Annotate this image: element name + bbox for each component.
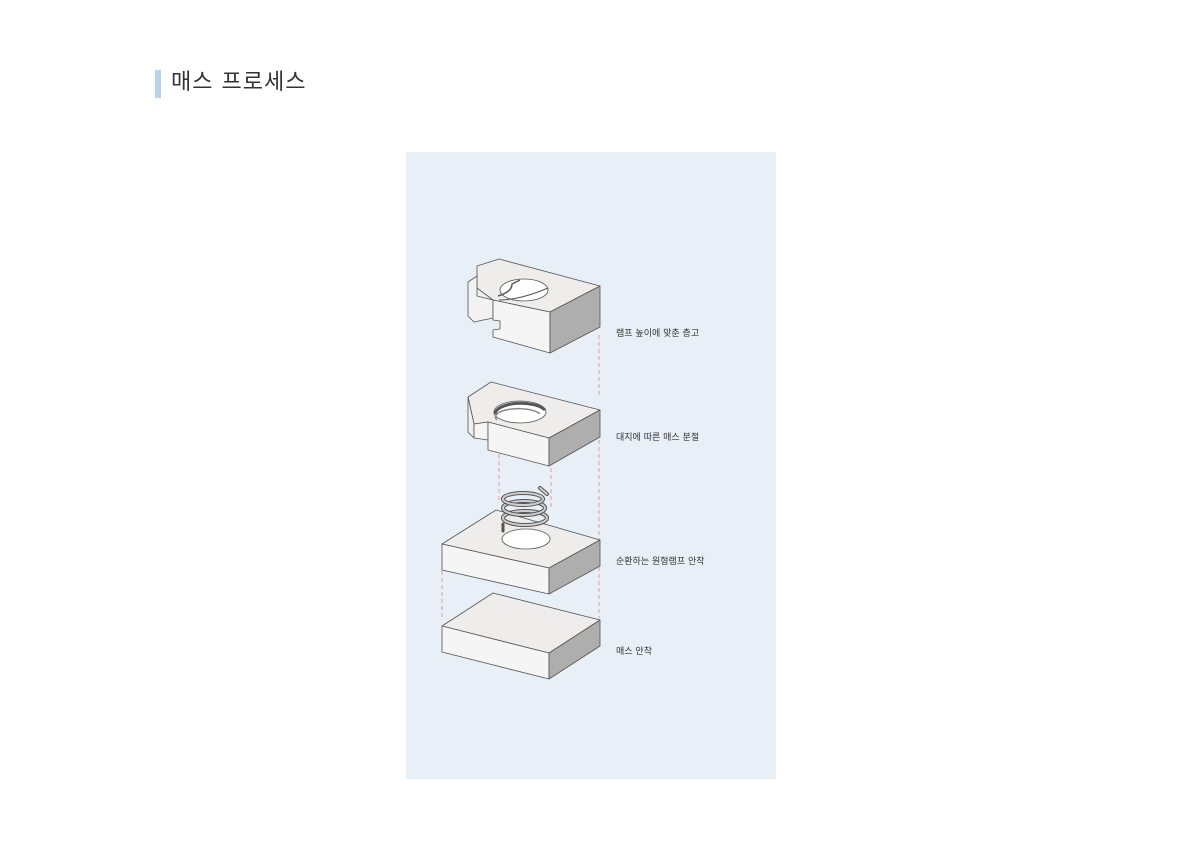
step-label-floor-height: 램프 높이에 맞춘 층고: [616, 329, 700, 339]
block-base-mass: [441, 592, 601, 680]
diagram-panel: 램프 높이에 맞춘 층고 대지에 따른 매스 분절 순환하는 원형램프 안착 매…: [406, 152, 776, 779]
mass-process-diagram: [441, 258, 601, 680]
step-label-mass-split: 대지에 따른 매스 분절: [616, 433, 700, 443]
block-ramp-seat: [441, 509, 601, 595]
block-top-mass: [467, 258, 601, 354]
title-accent-bar: [155, 70, 161, 98]
spiral-ramp: [501, 486, 549, 533]
step-label-mass-seating: 매스 안착: [616, 647, 652, 657]
step-label-ramp-seating: 순환하는 원형램프 안착: [616, 557, 705, 567]
block-split-mass: [467, 381, 601, 467]
page-title: 매스 프로세스: [171, 70, 307, 95]
guide-lines: [441, 335, 600, 619]
